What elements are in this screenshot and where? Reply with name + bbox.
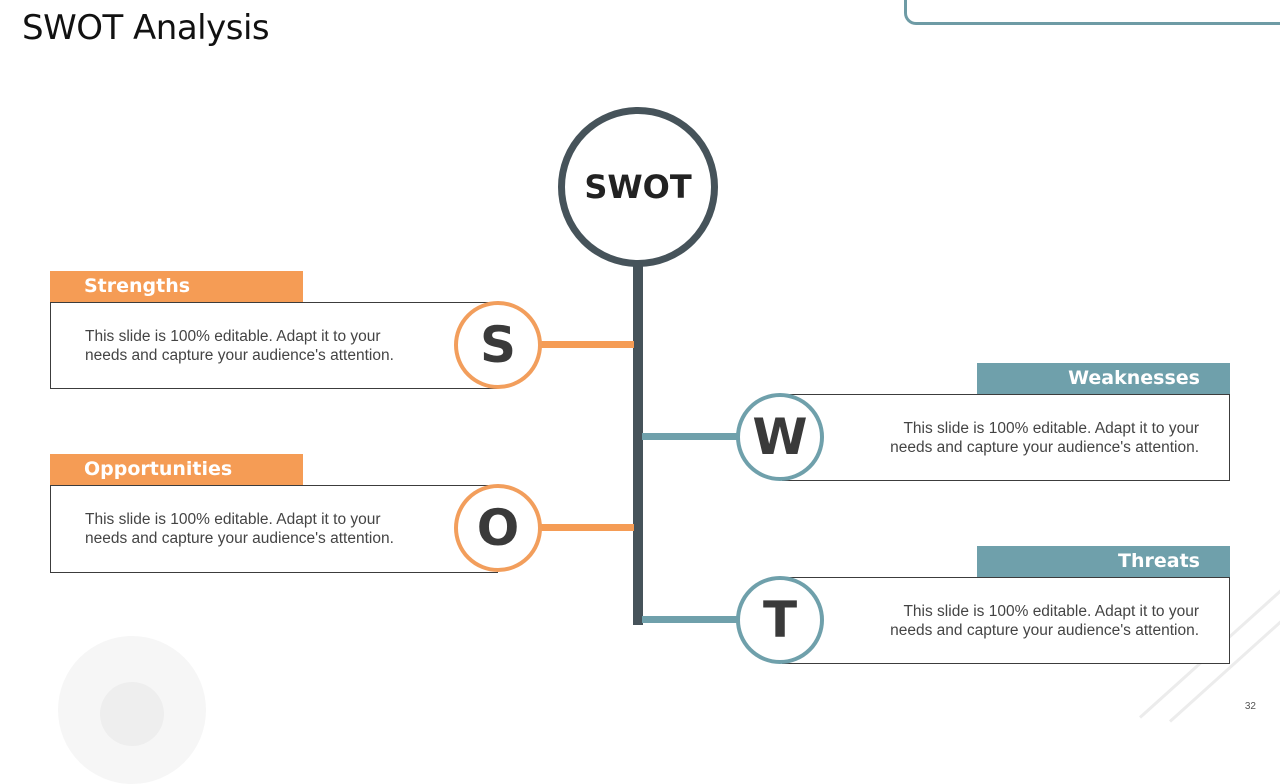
diagram-spine — [633, 262, 643, 625]
weaknesses-connector — [642, 433, 742, 440]
strengths-tag: Strengths — [50, 271, 303, 302]
weaknesses-letter: W — [752, 408, 808, 466]
threats-label: Threats — [1118, 550, 1200, 572]
weaknesses-box: This slide is 100% editable. Adapt it to… — [782, 394, 1230, 481]
strengths-letter: S — [479, 316, 516, 374]
threats-tag: Threats — [977, 546, 1230, 577]
threats-letter-circle: T — [736, 576, 824, 664]
opportunities-label: Opportunities — [84, 458, 233, 480]
threats-text-line1: This slide is 100% editable. Adapt it to… — [903, 603, 1199, 620]
strengths-text-line2: needs and capture your audience's attent… — [85, 347, 394, 364]
opportunities-connector — [538, 524, 634, 531]
weaknesses-letter-circle: W — [736, 393, 824, 481]
strengths-letter-circle: S — [454, 301, 542, 389]
threats-box: This slide is 100% editable. Adapt it to… — [782, 577, 1230, 664]
page-number: 32 — [1244, 701, 1256, 712]
threats-connector — [642, 616, 742, 623]
threats-letter: T — [762, 591, 798, 649]
opportunities-box: This slide is 100% editable. Adapt it to… — [50, 485, 498, 573]
strengths-label: Strengths — [84, 275, 191, 297]
opportunities-text-line2: needs and capture your audience's attent… — [85, 530, 394, 547]
swot-center-label: SWOT — [584, 168, 692, 206]
threats-text-line2: needs and capture your audience's attent… — [890, 622, 1199, 639]
weaknesses-label: Weaknesses — [1068, 367, 1200, 389]
weaknesses-tag: Weaknesses — [977, 363, 1230, 394]
opportunities-letter-circle: O — [454, 484, 542, 572]
strengths-connector — [538, 341, 634, 348]
corner-frame-decoration — [904, 0, 1280, 25]
weaknesses-text-line2: needs and capture your audience's attent… — [890, 439, 1199, 456]
ring-decoration-center — [100, 682, 164, 746]
strengths-text-line1: This slide is 100% editable. Adapt it to… — [85, 328, 381, 345]
opportunities-tag: Opportunities — [50, 454, 303, 485]
weaknesses-text-line1: This slide is 100% editable. Adapt it to… — [903, 420, 1199, 437]
opportunities-letter: O — [476, 499, 520, 557]
slide-title: SWOT Analysis — [22, 8, 270, 48]
opportunities-text-line1: This slide is 100% editable. Adapt it to… — [85, 511, 381, 528]
swot-center-circle: SWOT — [558, 107, 718, 267]
strengths-box: This slide is 100% editable. Adapt it to… — [50, 302, 498, 389]
